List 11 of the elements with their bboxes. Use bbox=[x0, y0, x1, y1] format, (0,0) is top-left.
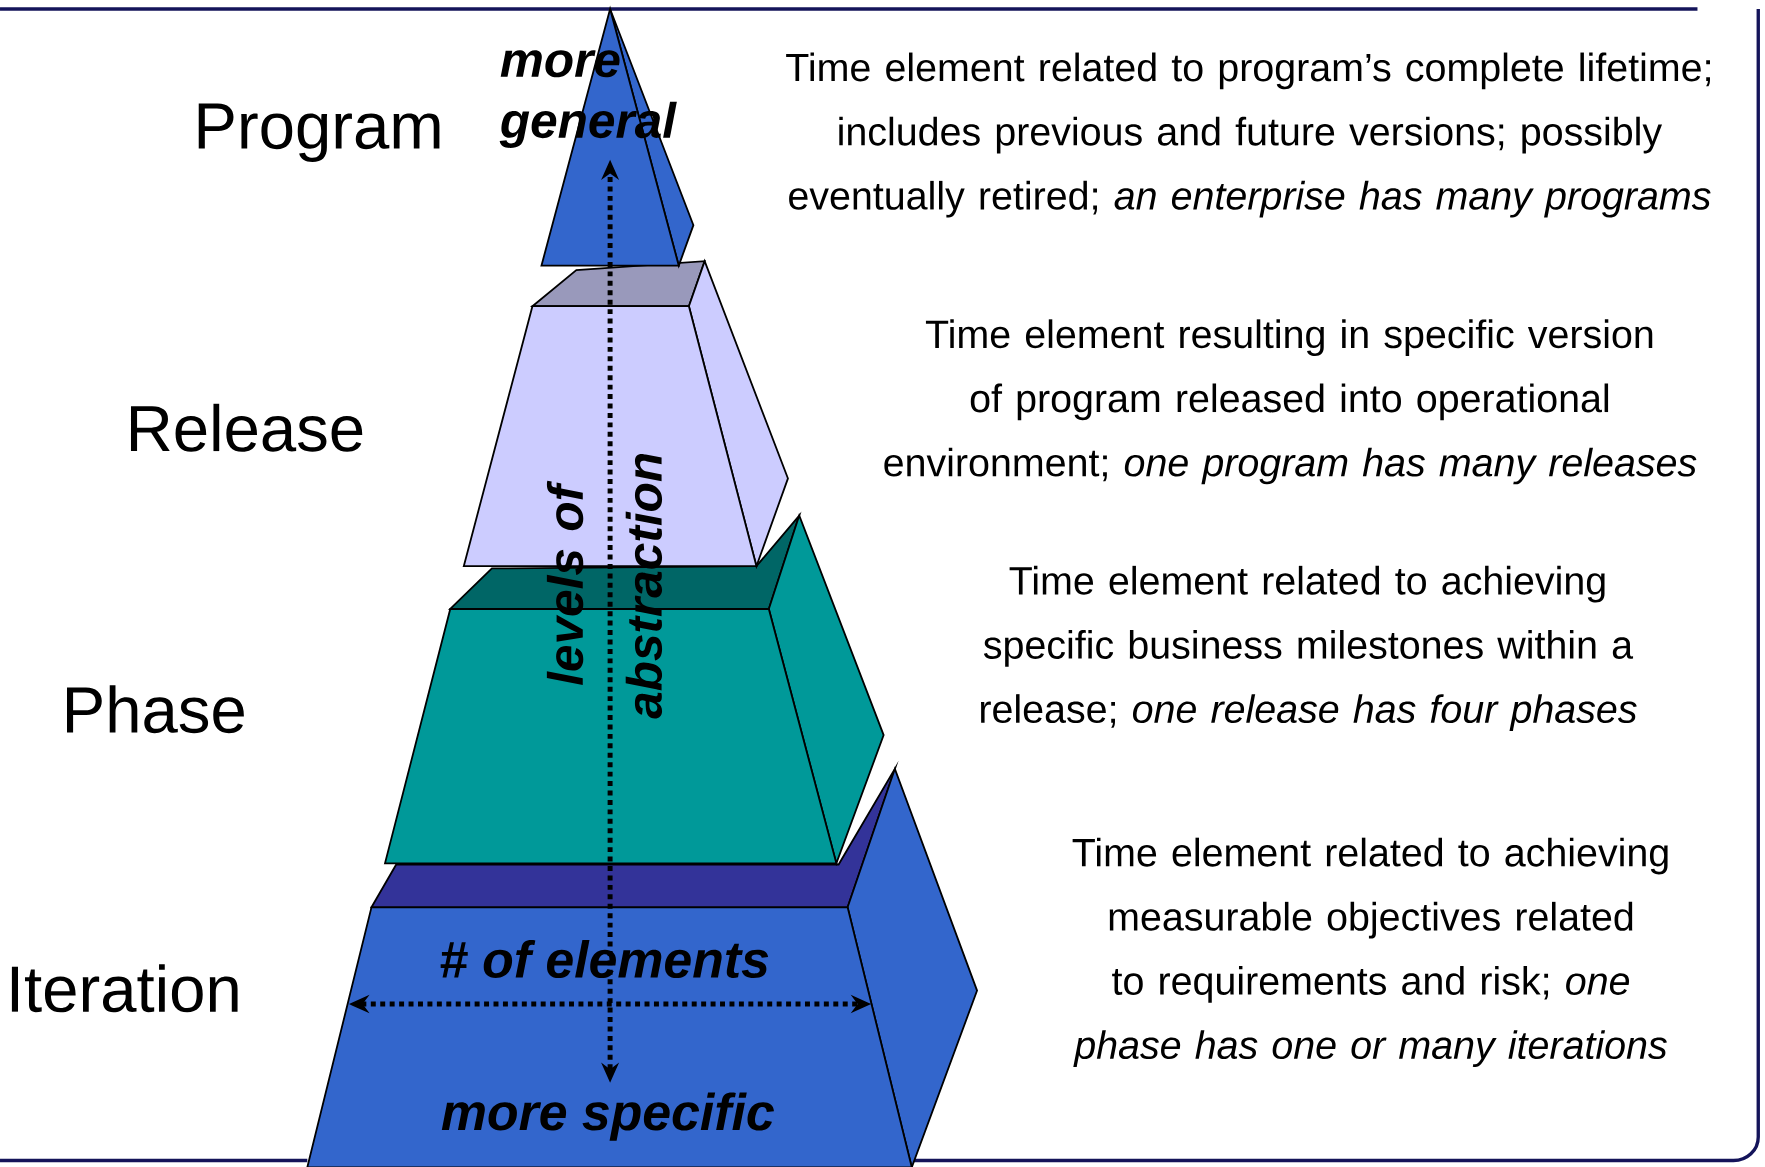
tier-label: Program bbox=[198, 103, 440, 162]
description-text: Time element related to program’s complete lifetime; includes previous and future versions; possibly eventually retired; an enterprise has many programs bbox=[786, 52, 1711, 218]
tier-label: Phase bbox=[67, 685, 244, 733]
arrow-label: levels of abstraction bbox=[546, 453, 663, 719]
tier-label: Release bbox=[130, 403, 363, 452]
description-text: Time element related to achieving specific business milestones within a release; one release has four phases bbox=[981, 565, 1637, 731]
tier-label: Iteration bbox=[11, 964, 238, 1013]
description-text: Time element related to achieving measurable objectives related to requirements and risk; one phase has one or many iterations bbox=[1072, 837, 1668, 1067]
arrow-label: # of elements bbox=[440, 939, 769, 978]
description-text: Time element resulting in specific version of program released into operational environment; one program has many releases bbox=[884, 319, 1697, 485]
arrow-label: more specific bbox=[441, 1092, 774, 1141]
